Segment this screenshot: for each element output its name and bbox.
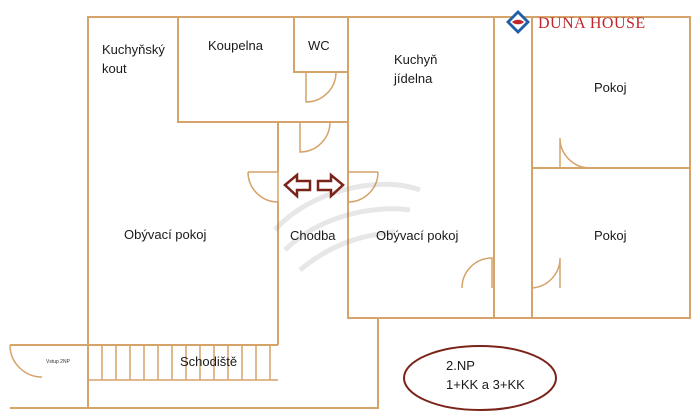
note-layout: 1+KK a 3+KK — [446, 377, 525, 392]
label-kuchyn-2: jídelna — [393, 71, 433, 86]
brand-logo: DUNA HOUSE — [506, 10, 646, 34]
label-kuchynsky-kout-2: kout — [102, 61, 127, 76]
direction-arrows — [283, 172, 345, 199]
door-pokoj-lower — [531, 257, 561, 289]
floor-note: 2.NP 1+KK a 3+KK — [403, 345, 557, 411]
label-chodba: Chodba — [290, 228, 336, 243]
door-chodba-right — [347, 171, 379, 203]
door-obyvaci-right — [461, 257, 493, 289]
doors — [9, 71, 591, 378]
label-vstup: Vstup 2NP — [46, 359, 71, 365]
label-wc: WC — [308, 38, 330, 53]
wc-wall — [293, 17, 348, 73]
label-pokoj-upper: Pokoj — [594, 80, 627, 95]
right-unit-shaft — [493, 17, 533, 318]
label-koupelna: Koupelna — [208, 38, 264, 53]
label-obyvaci-left: Obývací pokoj — [124, 227, 206, 242]
label-kuchynsky-kout-1: Kuchyňský — [102, 42, 165, 57]
label-kuchyn-1: Kuchyň — [394, 52, 437, 67]
left-unit-outline — [87, 16, 379, 409]
stair-steps — [88, 345, 278, 381]
door-chodba-left — [247, 171, 279, 203]
bathroom-wall — [177, 17, 348, 123]
walls — [10, 16, 691, 409]
brand-name: DUNA HOUSE — [538, 15, 646, 32]
door-pokoj-upper — [559, 137, 591, 169]
label-pokoj-lower: Pokoj — [594, 228, 627, 243]
label-obyvaci-right: Obývací pokoj — [376, 228, 458, 243]
arrow-right-icon — [316, 172, 345, 199]
watermark-swirl-icon — [273, 181, 421, 272]
door-entry — [9, 344, 43, 378]
arrow-left-icon — [283, 172, 312, 199]
stair-entry — [10, 344, 89, 409]
label-schodiste: Schodiště — [180, 354, 237, 369]
note-floor: 2.NP — [446, 358, 475, 373]
duna-house-logo-icon — [506, 10, 530, 34]
door-wc — [305, 71, 337, 103]
door-koupelna — [299, 121, 331, 153]
